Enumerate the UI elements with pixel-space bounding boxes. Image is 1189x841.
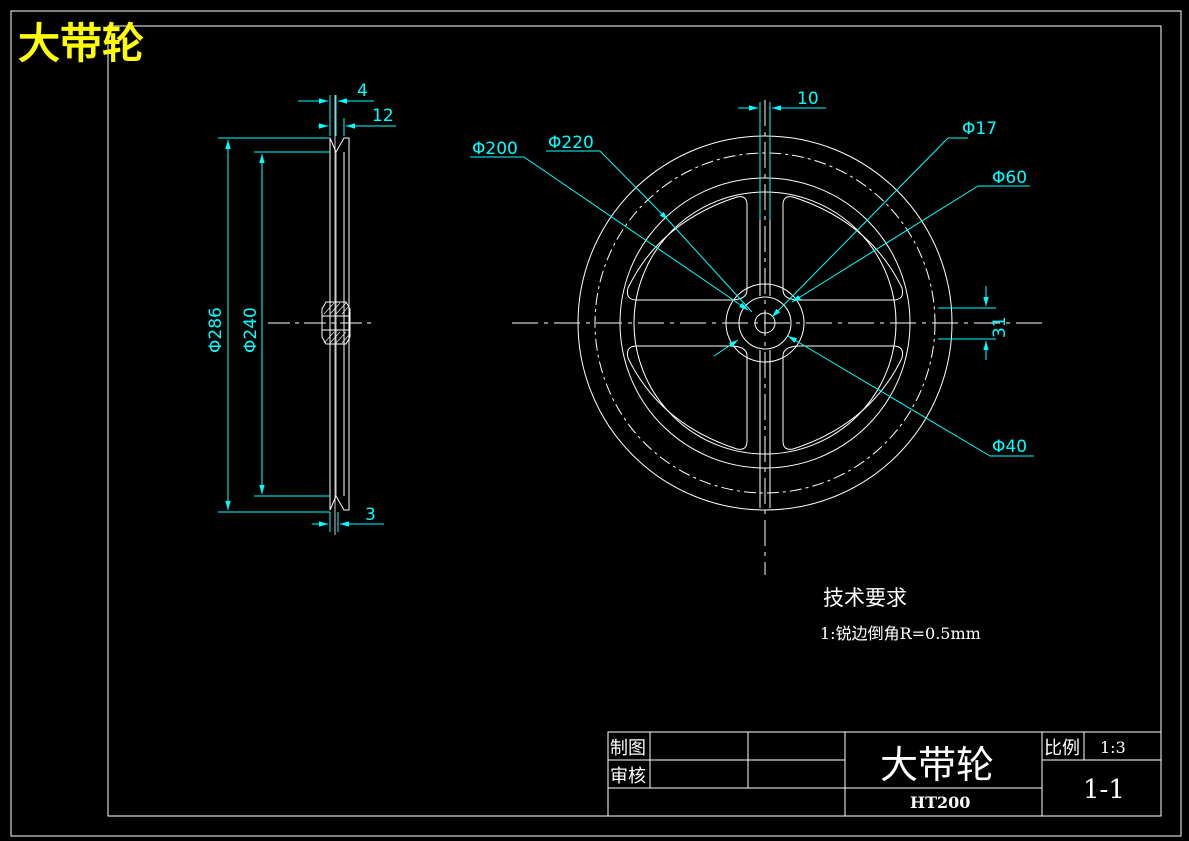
side-view-dimension-text: Φ286 Φ240 4 12 3: [206, 81, 394, 525]
dim-d60: Φ60: [992, 168, 1027, 188]
dim-h31: 31: [990, 316, 1010, 338]
drawing-number: 1-1: [1083, 775, 1125, 805]
drawn-by-label: 制图: [610, 738, 646, 759]
dim-w3: 3: [365, 505, 376, 525]
tech-heading: 技术要求: [823, 586, 907, 610]
scale-label: 比例: [1044, 738, 1080, 759]
front-view-dimensions: [470, 102, 1034, 457]
hub-hatching: [323, 302, 350, 344]
title-block: [607, 731, 1162, 817]
dim-d17: Φ17: [962, 119, 997, 139]
inner-border: [107, 25, 1162, 817]
title-block-text: 制图 审核 大带轮 HT200 比例 1:3 1-1: [610, 738, 1126, 812]
front-view-dimension-text: 10 Φ200 Φ220 Φ17 Φ60 31 Φ40: [472, 89, 1027, 457]
reviewed-by-label: 审核: [610, 766, 646, 787]
dim-d40: Φ40: [992, 437, 1027, 457]
part-name: 大带轮: [880, 743, 994, 787]
scale-value: 1:3: [1100, 738, 1126, 757]
tech-requirements: 技术要求 1:锐边倒角R=0.5mm: [820, 586, 981, 643]
dim-d200: Φ200: [472, 139, 518, 159]
side-view: [268, 95, 376, 535]
outer-border: [10, 10, 1182, 837]
dim-w12: 12: [372, 106, 394, 126]
corner-title: 大带轮: [18, 19, 144, 68]
dim-w4: 4: [357, 81, 368, 101]
tech-item-1: 1:锐边倒角R=0.5mm: [820, 624, 981, 643]
side-view-dimensions: [218, 95, 396, 532]
dim-w10: 10: [797, 89, 819, 109]
material: HT200: [910, 793, 970, 812]
front-view: [512, 100, 1044, 575]
dim-d286: Φ286: [206, 307, 226, 353]
dim-d220: Φ220: [548, 133, 594, 153]
dim-d240: Φ240: [241, 307, 261, 353]
